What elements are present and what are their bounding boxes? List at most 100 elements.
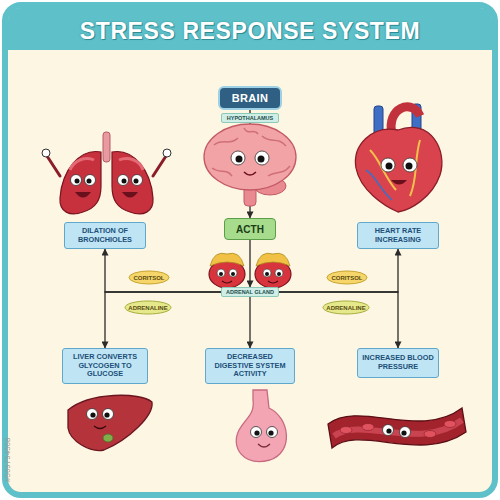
liver-illustration (103, 409, 114, 420)
effect-box: DILATION OF BRONCHIOLES (64, 222, 146, 249)
oval-outline (125, 301, 171, 314)
frame (5, 5, 495, 495)
blood-vessel-illustration (400, 427, 411, 438)
oval-outline (327, 271, 367, 284)
adrenal-gland-illustration (256, 253, 290, 266)
hormone-box: ACTH (224, 218, 276, 240)
node-text: CORITSOL (332, 275, 363, 281)
node-text: ADRENALINE (128, 305, 167, 311)
lungs-illustration (42, 132, 171, 214)
blood-vessel-illustration (328, 408, 466, 448)
liver-illustration (104, 412, 109, 417)
region-tag: HYPOTHALAMUS (221, 113, 279, 123)
adrenal-gland-illustration (210, 253, 244, 266)
oval-outline (129, 271, 169, 284)
adrenal-gland-illustration (222, 281, 232, 283)
heart-illustration (403, 158, 417, 172)
heart-illustration (370, 140, 420, 196)
lungs-illustration (153, 156, 166, 176)
blood-vessel-illustration (362, 424, 374, 431)
lungs-illustration (103, 132, 110, 162)
blood-vessel-illustration (383, 425, 394, 436)
heart-illustration (406, 163, 413, 170)
arrow-connector (279, 249, 398, 292)
heart-illustration (355, 127, 441, 212)
node-text: ADRENALINE (326, 305, 365, 311)
watermark: #569794568 (3, 438, 12, 483)
stomach-illustration (258, 444, 270, 447)
brain-illustration (255, 151, 269, 165)
node-text: LIVER CONVERTS GLYCOGEN TO GLUCOSE (66, 353, 144, 379)
gland-tag: ADRENAL GLAND (221, 287, 279, 297)
arrow-connector (249, 240, 250, 287)
lungs-illustration (119, 158, 143, 170)
hormone-oval: CORITSOL (128, 270, 170, 285)
brain-illustration (231, 151, 245, 165)
arrow-connector (105, 249, 221, 292)
heart-illustration (386, 163, 393, 170)
stomach-illustration (236, 390, 286, 461)
lungs-illustration (75, 192, 91, 198)
hormone-oval: CORITSOL (326, 270, 368, 285)
effect-box: LIVER CONVERTS GLYCOGEN TO GLUCOSE (62, 348, 148, 384)
diagram-title: STRESS RESPONSE SYSTEM (0, 12, 500, 50)
adrenal-gland-illustration (265, 272, 269, 276)
lungs-illustration (47, 156, 60, 176)
blood-vessel-illustration (444, 421, 456, 428)
brain-illustration (212, 128, 290, 176)
liver-illustration (94, 426, 106, 429)
lungs-illustration (87, 179, 92, 184)
node-text: ACTH (236, 224, 264, 235)
organ-label: BRAIN (218, 86, 282, 110)
effect-box: INCREASED BLOOD PRESSURE (357, 348, 439, 378)
node-text: ADRENAL GLAND (226, 289, 274, 295)
lungs-illustration (122, 192, 138, 198)
lungs-illustration (122, 179, 127, 184)
brain-illustration (204, 124, 296, 206)
node-text: INCREASED BLOOD PRESSURE (361, 354, 435, 372)
node-text: DECREASED DIGESTIVE SYSTEM ACTIVITY (209, 353, 291, 379)
lungs-illustration (134, 179, 139, 184)
arrow-connector (105, 292, 221, 348)
lungs-illustration (70, 158, 94, 170)
lungs-illustration (163, 149, 171, 157)
adrenal-gland-illustration (219, 272, 223, 276)
node-text: DILATION OF BRONCHIOLES (68, 227, 142, 245)
brain-illustration (244, 172, 256, 175)
stomach-illustration (267, 427, 278, 438)
heart-illustration (355, 104, 441, 212)
stomach-illustration (251, 427, 262, 438)
lungs-illustration (71, 175, 82, 186)
blood-vessel-illustration (386, 428, 391, 433)
adrenal-gland-illustration (268, 281, 278, 283)
adrenal-gland-illustration (263, 269, 271, 277)
lungs-illustration (112, 152, 153, 214)
heart-illustration (366, 170, 392, 200)
node-text: BRAIN (232, 92, 268, 104)
lungs-illustration (132, 175, 143, 186)
brain-illustration (204, 124, 296, 190)
adrenal-gland-illustration (277, 272, 281, 276)
adrenal-gland-illustration (275, 269, 283, 277)
lungs-illustration (85, 175, 96, 186)
brain-illustration (258, 156, 265, 163)
brain-illustration (236, 156, 243, 163)
liver-illustration (68, 395, 152, 450)
arrow-connector (279, 292, 398, 348)
hormone-oval: ADRENALINE (322, 300, 370, 315)
adrenal-gland-illustration (231, 272, 235, 276)
heart-illustration (381, 158, 395, 172)
effect-box: HEART RATE INCREASING (357, 222, 439, 249)
liver-illustration (68, 395, 152, 450)
node-text: HEART RATE INCREASING (361, 227, 435, 245)
stomach-illustration (236, 390, 286, 461)
adrenal-gland-illustration (229, 269, 237, 277)
arrow-connector (249, 297, 250, 348)
adrenal-gland-illustration (209, 253, 291, 288)
heart-illustration (391, 180, 407, 185)
lungs-illustration (118, 175, 129, 186)
blood-vessel-illustration (334, 420, 462, 436)
